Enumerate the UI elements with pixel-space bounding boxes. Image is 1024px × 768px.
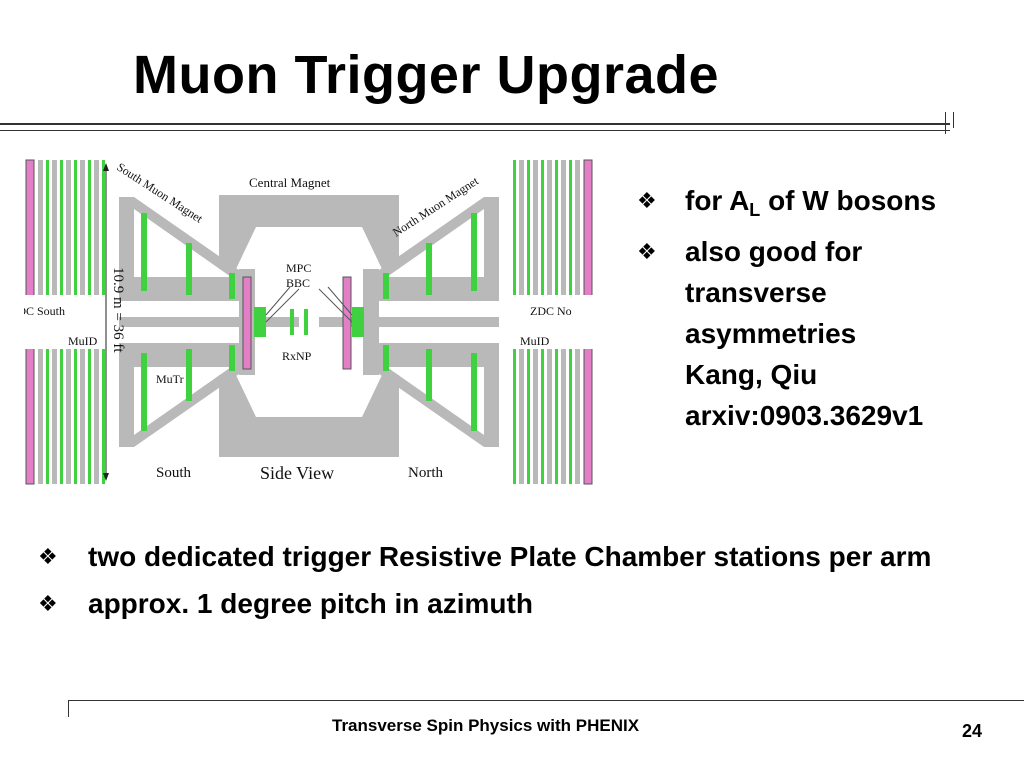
bullet-text: of W bosons bbox=[760, 185, 937, 216]
diamond-bullet-icon: ❖ bbox=[637, 188, 657, 213]
bottom-bullet-list: ❖ two dedicated trigger Resistive Plate … bbox=[38, 536, 938, 630]
label-south: South bbox=[156, 465, 192, 481]
label-side-view: Side View bbox=[260, 463, 334, 483]
bullet-text: for A bbox=[685, 185, 750, 216]
diamond-bullet-icon: ❖ bbox=[637, 239, 657, 264]
label-rxnp: RxNP bbox=[282, 349, 312, 363]
trigger-station-south-inner bbox=[242, 276, 252, 370]
bullet-line: transverse bbox=[685, 277, 827, 308]
right-bullet-list: ❖ for AL of W bosons ❖ also good for tra… bbox=[637, 180, 1007, 436]
label-mutr: MuTr bbox=[156, 372, 184, 386]
label-dimension: 10.9 m = 36 ft bbox=[110, 267, 126, 353]
header-rule-tick-a bbox=[945, 112, 946, 134]
label-mpc: MPC bbox=[286, 261, 311, 275]
label-muid-right: MuID bbox=[520, 334, 550, 348]
bullet-text: two dedicated trigger Resistive Plate Ch… bbox=[88, 541, 932, 572]
phenix-side-view-diagram: Central Magnet South Muon Magnet North M… bbox=[24, 157, 594, 487]
page-number: 24 bbox=[962, 721, 983, 741]
bullet-w-bosons: ❖ for AL of W bosons bbox=[637, 180, 1007, 231]
bullet-azimuth-pitch: ❖ approx. 1 degree pitch in azimuth bbox=[38, 583, 938, 624]
bullet-rpc-stations: ❖ two dedicated trigger Resistive Plate … bbox=[38, 536, 938, 577]
mutr-chambers-north bbox=[383, 213, 477, 431]
bullet-transverse-asymmetries: ❖ also good for transverse asymmetries K… bbox=[637, 231, 1007, 436]
slide-title: Muon Trigger Upgrade bbox=[133, 45, 720, 105]
bullet-line: also good for bbox=[685, 236, 863, 267]
bullet-line: arxiv:0903.3629v1 bbox=[685, 400, 924, 431]
header-rule-tick-b bbox=[953, 112, 954, 128]
label-zdc-south: ZDC South bbox=[24, 304, 65, 318]
trigger-station-north-inner bbox=[342, 276, 352, 370]
footer-rule-tick bbox=[68, 700, 69, 717]
header-rule-bottom bbox=[0, 130, 950, 131]
diamond-bullet-icon: ❖ bbox=[38, 591, 58, 616]
label-north: North bbox=[408, 465, 443, 481]
label-zdc-north: ZDC No bbox=[530, 304, 572, 318]
label-central-magnet: Central Magnet bbox=[249, 175, 331, 190]
label-bbc: BBC bbox=[286, 276, 310, 290]
bullet-line: asymmetries bbox=[685, 318, 857, 349]
subscript-l: L bbox=[749, 200, 761, 220]
north-muon-magnet bbox=[319, 197, 499, 447]
footer-rule bbox=[68, 700, 1024, 701]
diamond-bullet-icon: ❖ bbox=[38, 544, 58, 569]
south-muon-magnet bbox=[119, 197, 299, 447]
label-muid-left: MuID bbox=[68, 334, 98, 348]
bullet-text: approx. 1 degree pitch in azimuth bbox=[88, 588, 533, 619]
header-rule-top bbox=[0, 123, 950, 125]
mutr-chambers-south bbox=[141, 213, 235, 431]
bullet-line: Kang, Qiu bbox=[685, 359, 818, 390]
footer-text: Transverse Spin Physics with PHENIX bbox=[332, 716, 640, 735]
